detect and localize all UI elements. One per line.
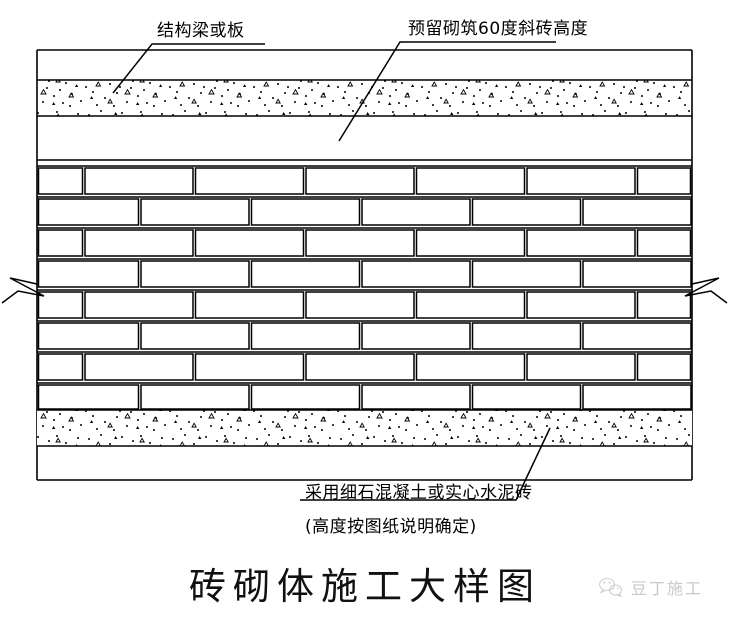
bottom-concrete-band xyxy=(37,409,692,447)
brick-course-row xyxy=(37,289,692,319)
drawing-title: 砖砌体施工大样图 xyxy=(189,565,541,608)
brick-course-row xyxy=(37,382,692,410)
wall-outline xyxy=(36,49,693,481)
source-watermark: 豆丁施工 xyxy=(598,575,703,599)
annotation-structural-beam-or-slab: 结构梁或板 xyxy=(157,21,245,41)
break-symbol-right xyxy=(684,277,728,304)
break-symbol-left xyxy=(1,277,45,304)
top-concrete-band xyxy=(37,79,692,117)
brick-courses xyxy=(37,165,692,410)
brick-course-row xyxy=(37,196,692,226)
brick-course-row xyxy=(37,320,692,350)
brick-course-row xyxy=(37,258,692,288)
annotation-concrete-or-solid-cement-brick: 采用细石混凝土或实心水泥砖 xyxy=(305,483,533,503)
brick-course-row xyxy=(37,351,692,381)
brick-course-row xyxy=(37,165,692,195)
watermark-label: 豆丁施工 xyxy=(631,579,704,598)
leader-line-reserved-height xyxy=(338,41,556,142)
wechat-icon xyxy=(599,577,623,598)
annotation-reserved-60-degree-brick-height: 预留砌筑60度斜砖高度 xyxy=(408,19,589,39)
leader-line-concrete-material xyxy=(300,427,551,501)
annotation-height-per-drawing-note: (高度按图纸说明确定) xyxy=(305,517,477,537)
leader-line-structural-beam xyxy=(112,43,265,94)
brick-course-row xyxy=(37,227,692,257)
